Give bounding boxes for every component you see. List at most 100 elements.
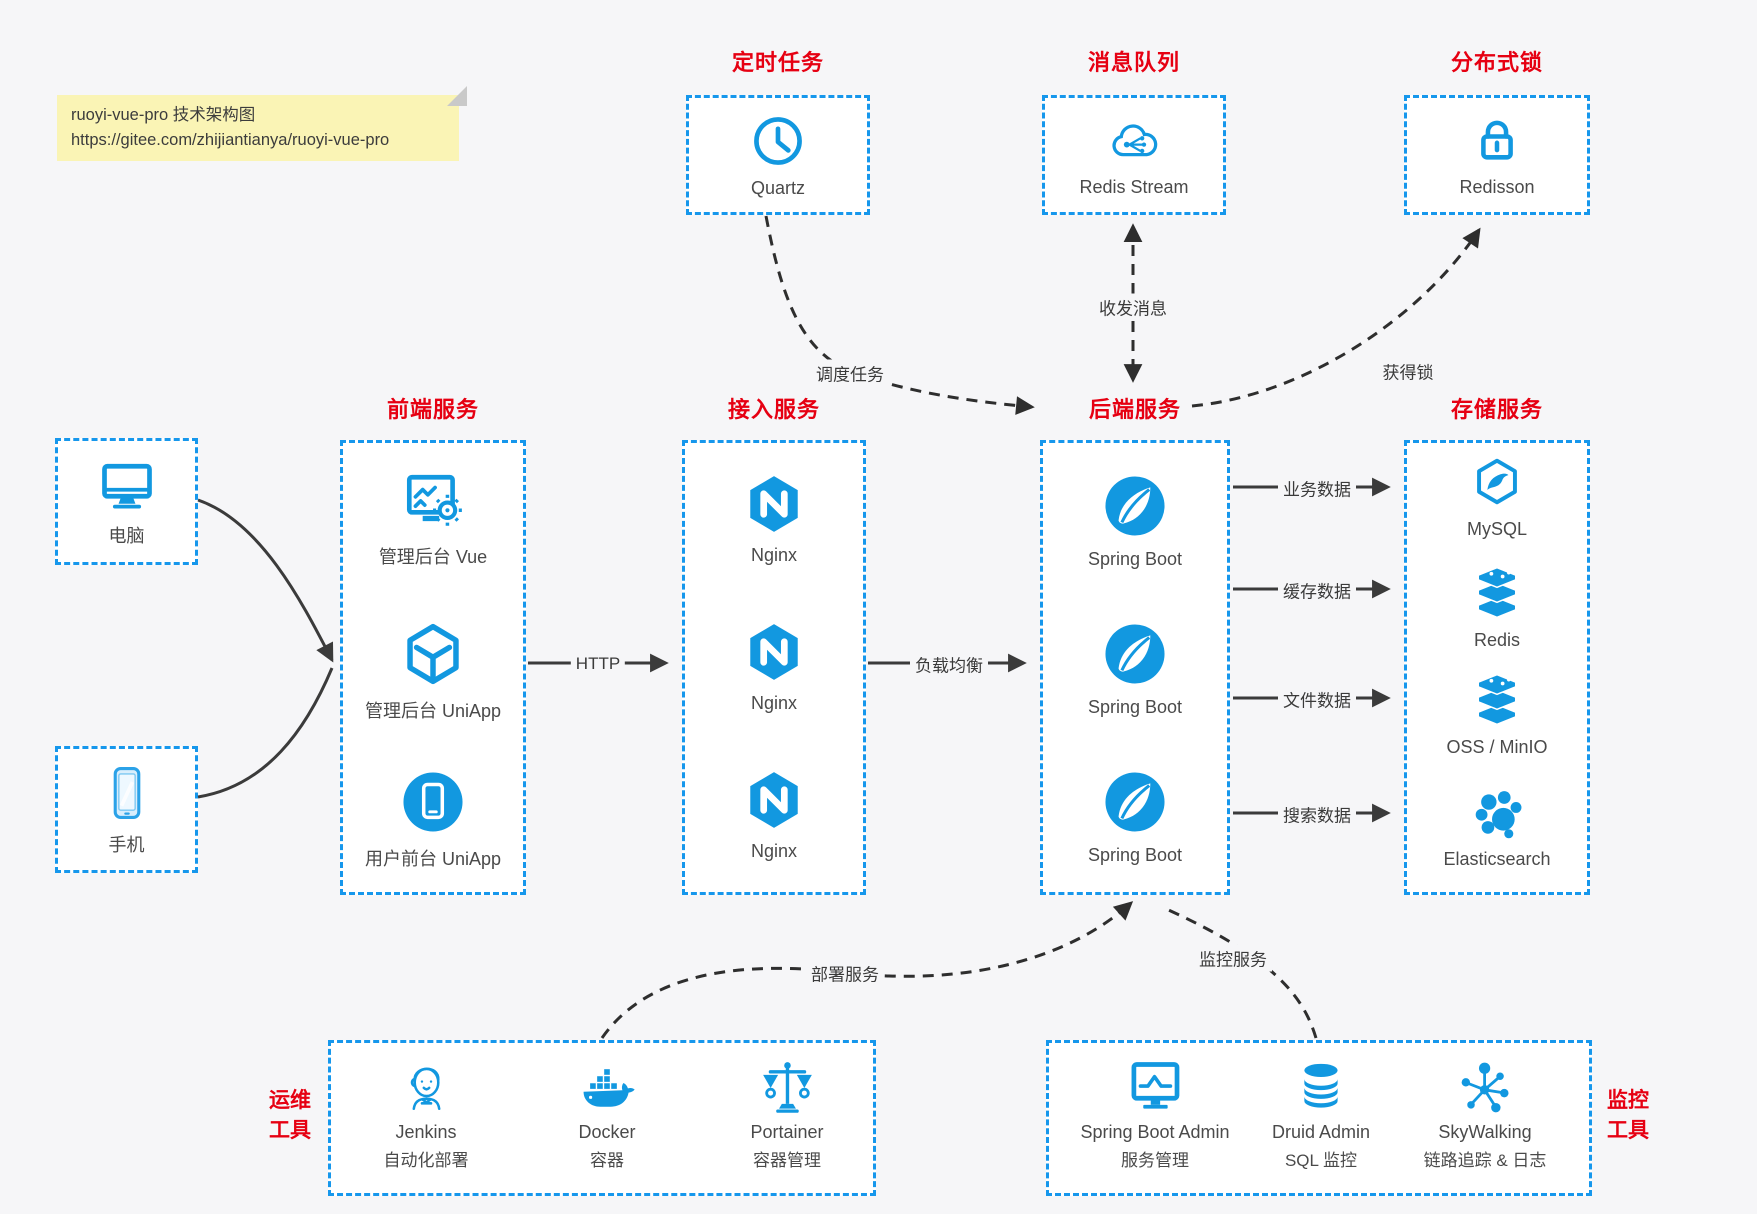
lock-title: 分布式锁 <box>1450 50 1544 75</box>
nginx-label: Nginx <box>750 693 798 713</box>
file-data-edge-label: 文件数据 <box>1278 685 1356 713</box>
nginx-label: Nginx <box>750 545 798 565</box>
jenkins-sub-label: 自动化部署 <box>383 1151 469 1170</box>
edge-monitor-service <box>1161 905 1318 1039</box>
monitoring-group-box: Spring Boot Admin 服务管理 Druid Admin SQL 监… <box>1046 1040 1592 1196</box>
scheduler-title: 定时任务 <box>731 50 825 75</box>
devops-item-portainer: Portainer 容器管理 <box>750 1057 824 1171</box>
docker-sub-label: 容器 <box>590 1151 624 1170</box>
pc-label: 电脑 <box>108 526 145 546</box>
clock-icon <box>754 117 802 165</box>
backend-item-3: Spring Boot <box>1043 767 1227 866</box>
storage-item-redis: Redis <box>1407 562 1587 651</box>
edge-pc-to-frontend <box>197 498 334 663</box>
cloud-network-icon <box>1112 124 1158 157</box>
backend-title: 后端服务 <box>1088 397 1182 422</box>
storage-item-elasticsearch: Elasticsearch <box>1407 783 1587 870</box>
redisson-label: Redisson <box>1459 177 1535 197</box>
frontend-item-user-uniapp: 用户前台 UniApp <box>343 767 523 871</box>
backend-group-box: Spring Boot Spring Boot Spring Boot <box>1040 440 1230 895</box>
phone-label: 手机 <box>108 835 145 855</box>
mobile-app-icon <box>403 772 463 832</box>
user-uniapp-label: 用户前台 UniApp <box>364 849 502 869</box>
spring-boot-label: Spring Boot <box>1087 549 1183 569</box>
gateway-group-box: Nginx Nginx Nginx <box>682 440 866 895</box>
lock-group-box: Redisson <box>1404 95 1590 215</box>
druid-sub-label: SQL 监控 <box>1284 1151 1358 1170</box>
redis-icon <box>1477 566 1517 619</box>
edge-phone-to-frontend <box>197 667 334 799</box>
spring-boot-label: Spring Boot <box>1087 697 1183 717</box>
spring-boot-icon <box>1105 476 1165 536</box>
portainer-sub-label: 容器管理 <box>752 1151 821 1170</box>
load-balance-edge-label: 负载均衡 <box>910 650 988 678</box>
monitoring-item-sba: Spring Boot Admin 服务管理 <box>1080 1057 1230 1171</box>
docker-icon <box>583 1069 635 1107</box>
storage-item-oss: OSS / MinIO <box>1407 669 1587 758</box>
spring-boot-admin-icon <box>1131 1062 1179 1109</box>
storage-group-box: MySQL Redis OSS / Mi <box>1404 440 1590 895</box>
skywalking-sub-label: 链路追踪 & 日志 <box>1423 1151 1547 1170</box>
note-title: ruoyi-vue-pro 技术架构图 <box>71 106 256 124</box>
search-data-edge-label: 搜索数据 <box>1278 800 1356 828</box>
devops-item-docker: Docker 容器 <box>576 1057 638 1171</box>
schedule-edge-label: 调度任务 <box>811 359 889 387</box>
mq-title: 消息队列 <box>1087 50 1181 75</box>
nginx-label: Nginx <box>750 841 798 861</box>
scheduler-group-box: Quartz <box>686 95 870 215</box>
monitor-edge-label: 监控服务 <box>1194 944 1272 972</box>
docker-label: Docker <box>578 1122 636 1142</box>
spring-boot-icon <box>1105 624 1165 684</box>
druid-icon <box>1304 1063 1338 1108</box>
acquire-lock-edge-label: 获得锁 <box>1377 357 1439 385</box>
devops-group-box: Jenkins 自动化部署 Docker 容器 <box>328 1040 876 1196</box>
nginx-icon <box>750 772 798 828</box>
deploy-edge-label: 部署服务 <box>806 959 884 987</box>
monitoring-item-skywalking: SkyWalking 链路追踪 & 日志 <box>1423 1057 1547 1171</box>
gateway-item-3: Nginx <box>685 767 863 862</box>
edge-schedule-task <box>764 215 1035 415</box>
gateway-title: 接入服务 <box>727 397 821 422</box>
admin-vue-icon <box>406 474 462 526</box>
sticky-note: ruoyi-vue-pro 技术架构图 https://gitee.com/zh… <box>57 86 467 161</box>
monitoring-item-druid: Druid Admin SQL 监控 <box>1272 1057 1370 1171</box>
sba-sub-label: 服务管理 <box>1121 1151 1189 1170</box>
elasticsearch-label: Elasticsearch <box>1443 849 1551 869</box>
business-data-edge-label: 业务数据 <box>1278 474 1356 502</box>
nginx-icon <box>750 624 798 680</box>
admin-vue-label: 管理后台 Vue <box>378 547 488 567</box>
mq-group-box: Redis Stream <box>1042 95 1226 215</box>
padlock-icon <box>1481 120 1513 160</box>
pc-client-box: 电脑 <box>55 438 198 565</box>
storage-item-mysql: MySQL <box>1407 455 1587 540</box>
jenkins-icon <box>410 1067 440 1111</box>
sba-label: Spring Boot Admin <box>1080 1122 1230 1142</box>
object-storage-icon <box>1477 673 1517 726</box>
devops-item-jenkins: Jenkins 自动化部署 <box>384 1057 469 1171</box>
desktop-icon <box>101 463 152 509</box>
frontend-title: 前端服务 <box>386 397 480 422</box>
portainer-label: Portainer <box>750 1122 824 1142</box>
elasticsearch-icon <box>1475 791 1522 839</box>
cache-data-edge-label: 缓存数据 <box>1278 576 1356 604</box>
devops-title: 运维工具 <box>269 1089 311 1142</box>
backend-item-1: Spring Boot <box>1043 471 1227 570</box>
spring-boot-icon <box>1105 772 1165 832</box>
quartz-label: Quartz <box>750 178 806 198</box>
redis-label: Redis <box>1473 630 1521 650</box>
portainer-icon <box>762 1062 812 1113</box>
skywalking-icon <box>1462 1062 1509 1113</box>
backend-item-2: Spring Boot <box>1043 619 1227 718</box>
storage-title: 存储服务 <box>1450 397 1544 422</box>
gateway-item-2: Nginx <box>685 619 863 714</box>
smartphone-icon <box>113 766 140 820</box>
http-edge-label: HTTP <box>570 653 626 675</box>
frontend-item-admin-vue: 管理后台 Vue <box>343 469 523 569</box>
skywalking-label: SkyWalking <box>1438 1122 1532 1142</box>
admin-uniapp-label: 管理后台 UniApp <box>364 701 502 721</box>
sticky-note-fold <box>447 86 467 106</box>
phone-client-box: 手机 <box>55 746 198 873</box>
message-edge-label: 收发消息 <box>1094 293 1172 321</box>
mysql-icon <box>1477 458 1517 505</box>
